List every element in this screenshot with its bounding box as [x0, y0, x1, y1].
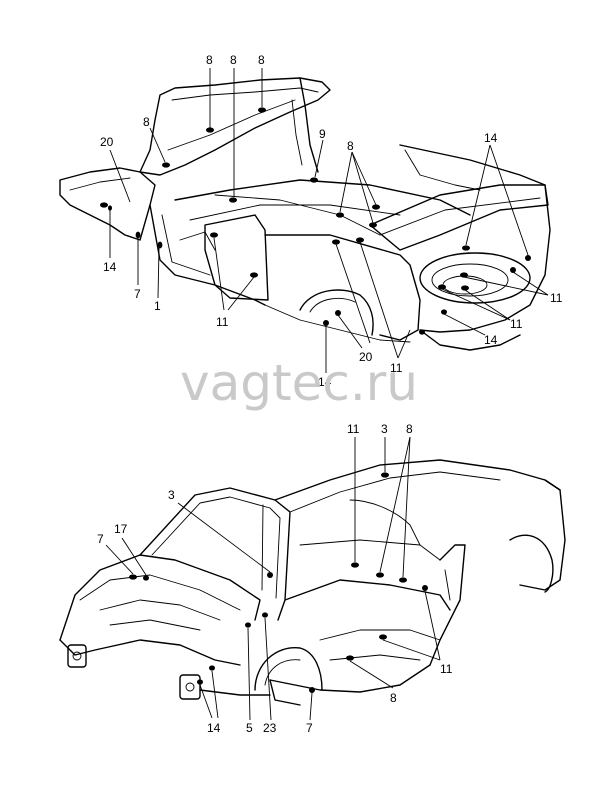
plug-mark	[258, 107, 266, 113]
plug-mark	[510, 267, 516, 273]
plug-mark	[332, 239, 340, 245]
plug-mark	[372, 204, 380, 210]
callout-label: 9	[319, 127, 326, 141]
bottom-body-view: 11 3 8 3 17 7 11 8 14 5 23 7	[59, 422, 566, 735]
callout-label: 11	[347, 422, 360, 436]
plug-mark	[100, 202, 108, 208]
callout-label: 11	[550, 291, 563, 305]
callout-label: 7	[134, 287, 141, 301]
plug-mark	[143, 575, 149, 581]
callout-label: 20	[100, 135, 114, 149]
plug-mark	[419, 329, 425, 335]
top-body-view: 8 8 8 8 20 9 8 14 14 7 1 11 11 11 14 20 …	[59, 53, 563, 389]
plug-mark	[197, 679, 203, 685]
plug-mark	[346, 655, 354, 661]
callout-label: 5	[246, 721, 253, 735]
plug-mark	[209, 665, 215, 671]
plug-mark	[438, 284, 446, 290]
plug-mark	[381, 472, 389, 478]
callout-label: 14	[207, 721, 221, 735]
plug-mark	[376, 572, 384, 578]
callout-label: 3	[381, 422, 388, 436]
plug-mark	[162, 162, 170, 168]
callout-label: 11	[216, 315, 229, 329]
callout-label: 11	[440, 662, 453, 676]
plug-mark	[245, 622, 251, 628]
plug-mark	[323, 320, 329, 326]
plug-mark	[262, 612, 268, 618]
plug-mark	[108, 205, 112, 211]
callout-label: 3	[168, 488, 175, 502]
plug-mark	[229, 197, 237, 203]
callout-label: 14	[484, 333, 498, 347]
callout-label: 7	[97, 532, 104, 546]
callout-label: 20	[359, 350, 373, 364]
plug-mark	[356, 237, 364, 243]
callout-label: 8	[390, 691, 397, 705]
callout-label: 14	[318, 375, 332, 389]
plug-mark	[441, 309, 447, 315]
plug-mark	[309, 687, 315, 693]
callout-label: 7	[306, 721, 313, 735]
plug-mark	[336, 212, 344, 218]
plug-mark	[157, 241, 163, 249]
callout-label: 8	[230, 53, 237, 67]
plug-mark	[135, 231, 141, 239]
callout-label: 17	[114, 522, 128, 536]
plug-mark	[210, 232, 218, 238]
callout-label: 8	[143, 115, 150, 129]
plug-mark	[461, 285, 469, 291]
callout-label: 8	[406, 422, 413, 436]
plug-mark	[351, 562, 359, 568]
watermark: vagtec.ru	[180, 354, 418, 412]
callout-label: 8	[206, 53, 213, 67]
plug-mark	[335, 310, 341, 316]
callout-label: 11	[390, 361, 403, 375]
plug-mark	[206, 127, 214, 133]
callout-label: 1	[154, 299, 161, 313]
plug-mark	[525, 255, 531, 261]
callout-label: 23	[263, 721, 277, 735]
plug-mark	[460, 272, 468, 278]
callout-label: 14	[484, 131, 498, 145]
callout-label: 8	[347, 139, 354, 153]
plug-mark	[399, 577, 407, 583]
callout-label: 8	[258, 53, 265, 67]
plug-mark	[422, 585, 428, 591]
plug-mark	[462, 245, 470, 251]
plug-mark	[310, 177, 318, 183]
plug-mark	[250, 272, 258, 278]
plug-mark	[129, 574, 137, 580]
callout-label: 14	[103, 260, 117, 274]
plug-mark	[267, 572, 273, 578]
callout-label: 11	[510, 317, 523, 331]
plug-mark	[369, 222, 377, 228]
plug-mark	[379, 634, 387, 640]
